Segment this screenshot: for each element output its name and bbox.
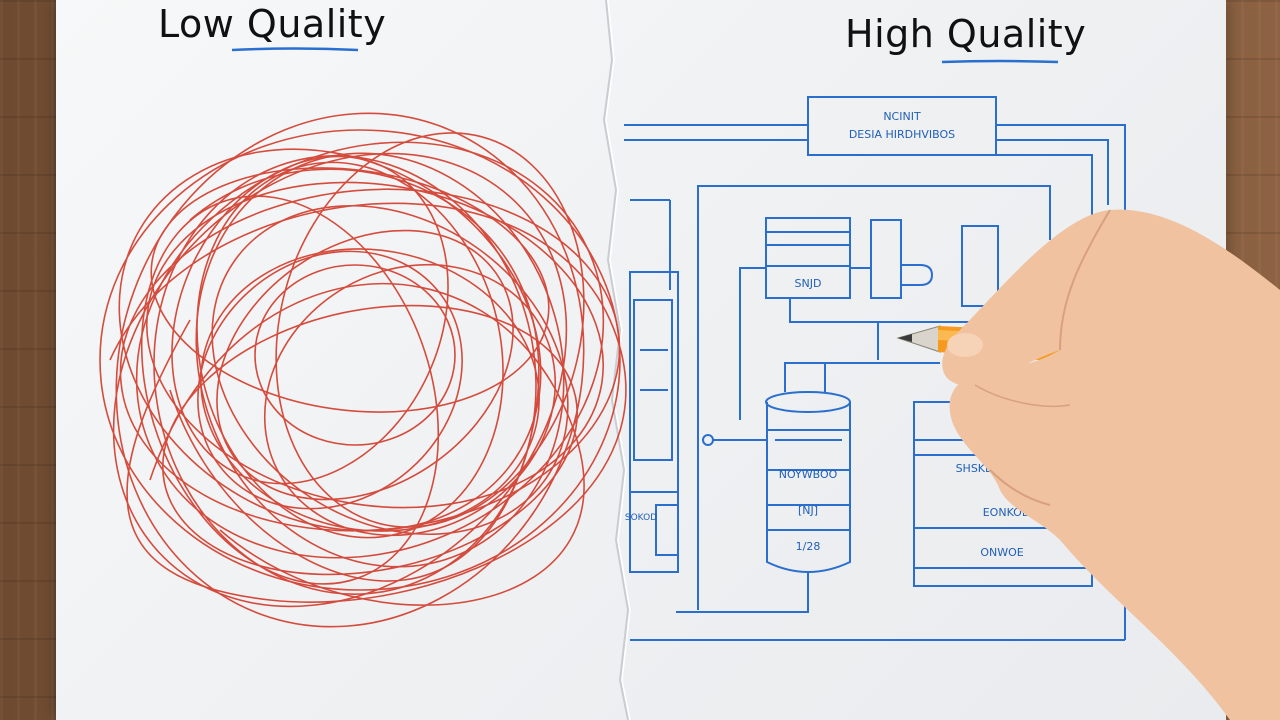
tangled-scribble-drawing	[99, 112, 627, 628]
left-module-label: SOKOD	[625, 513, 657, 523]
cylinder-label-3: 1/28	[796, 540, 821, 553]
low-quality-underline	[231, 47, 359, 52]
low-quality-title: Low Quality	[158, 2, 386, 46]
high-quality-underline	[941, 59, 1059, 64]
low-quality-title-text: Low Quality	[158, 2, 387, 46]
right-box-label-3: ONWOE	[980, 546, 1023, 559]
top-box-label-line2: DESIA HIRDHVIBOS	[849, 128, 955, 141]
cylinder-label-1: NOYWBOO	[779, 468, 838, 481]
hand	[942, 209, 1280, 720]
box-a-label: SNJD	[795, 277, 822, 290]
top-box-label-line1: NCINIT	[883, 110, 921, 123]
high-quality-title: High Quality	[845, 12, 1086, 56]
high-quality-title-text: High Quality	[845, 12, 1087, 56]
cylinder-label-2: [NJ]	[798, 504, 818, 517]
